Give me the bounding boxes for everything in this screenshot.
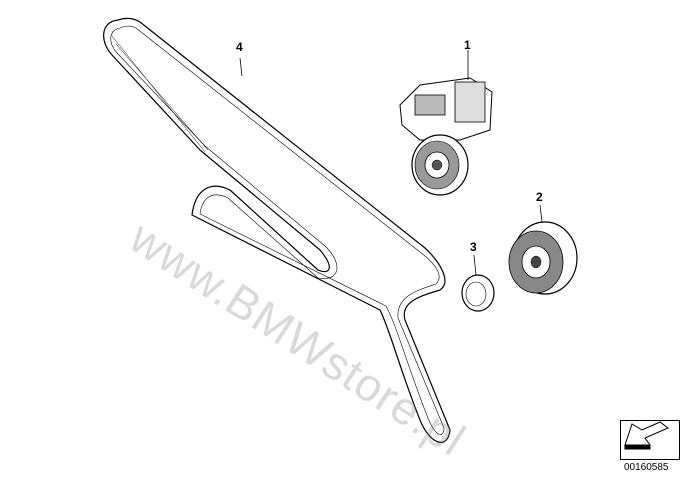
cover-cap[interactable] bbox=[461, 254, 495, 312]
callout-2[interactable]: 2 bbox=[536, 190, 543, 204]
navigation-box[interactable] bbox=[620, 420, 680, 460]
tensioner[interactable] bbox=[399, 50, 493, 196]
idler-pulley[interactable] bbox=[508, 204, 578, 295]
callout-3[interactable]: 3 bbox=[470, 240, 477, 254]
callout-1[interactable]: 1 bbox=[464, 38, 471, 52]
diagram-code: 00160585 bbox=[624, 462, 669, 473]
navigation-arrow-icon[interactable] bbox=[624, 421, 669, 450]
callout-4[interactable]: 4 bbox=[236, 40, 243, 54]
ribbed-belt[interactable] bbox=[103, 17, 451, 443]
